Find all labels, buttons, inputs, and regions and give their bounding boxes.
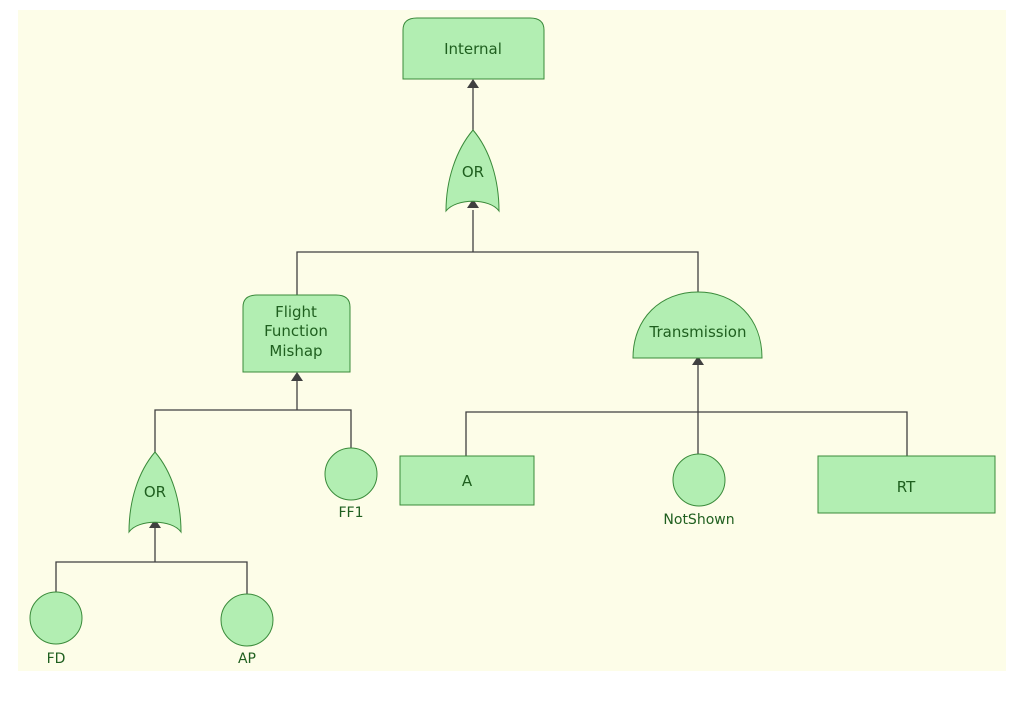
connectors — [55, 80, 908, 594]
node-or-left[interactable]: OR — [128, 451, 182, 534]
diagram-canvas — [18, 10, 1006, 671]
node-rt-label: RT — [897, 478, 916, 496]
arrowheads — [149, 79, 704, 528]
node-notshown-label: NotShown — [663, 512, 734, 528]
node-or-left-label: OR — [144, 483, 166, 501]
node-ffm-label-line-2: Function — [264, 322, 328, 340]
node-notshown[interactable]: NotShown — [663, 453, 735, 528]
arrow-into-or-top — [467, 199, 479, 208]
arrow-into-internal — [467, 79, 479, 88]
node-ffm-label-line-3: Mishap — [269, 342, 322, 360]
node-or-top[interactable]: OR — [445, 129, 500, 213]
arrow-into-transmission — [692, 356, 704, 365]
arrow-into-flight-function-mishap — [291, 372, 303, 381]
node-a[interactable]: A — [399, 455, 535, 506]
node-or-top-label: OR — [462, 163, 484, 181]
arrow-into-or-left — [149, 519, 161, 528]
node-ff1[interactable]: FF1 — [324, 447, 378, 521]
node-fd[interactable]: FD — [29, 591, 83, 667]
node-rt[interactable]: RT — [817, 455, 996, 514]
node-transmission-label: Transmission — [649, 323, 747, 341]
node-ap-label: AP — [238, 651, 256, 667]
node-ff1-label: FF1 — [338, 505, 363, 521]
node-ap[interactable]: AP — [220, 593, 274, 667]
node-internal-label: Internal — [444, 40, 502, 58]
node-flight-function-mishap[interactable]: Flight Function Mishap — [242, 294, 351, 373]
node-ffm-label-line-1: Flight — [275, 303, 317, 321]
node-internal[interactable]: Internal — [402, 17, 545, 80]
node-transmission[interactable]: Transmission — [632, 291, 763, 359]
node-fd-label: FD — [47, 651, 66, 667]
node-a-label: A — [462, 472, 473, 490]
